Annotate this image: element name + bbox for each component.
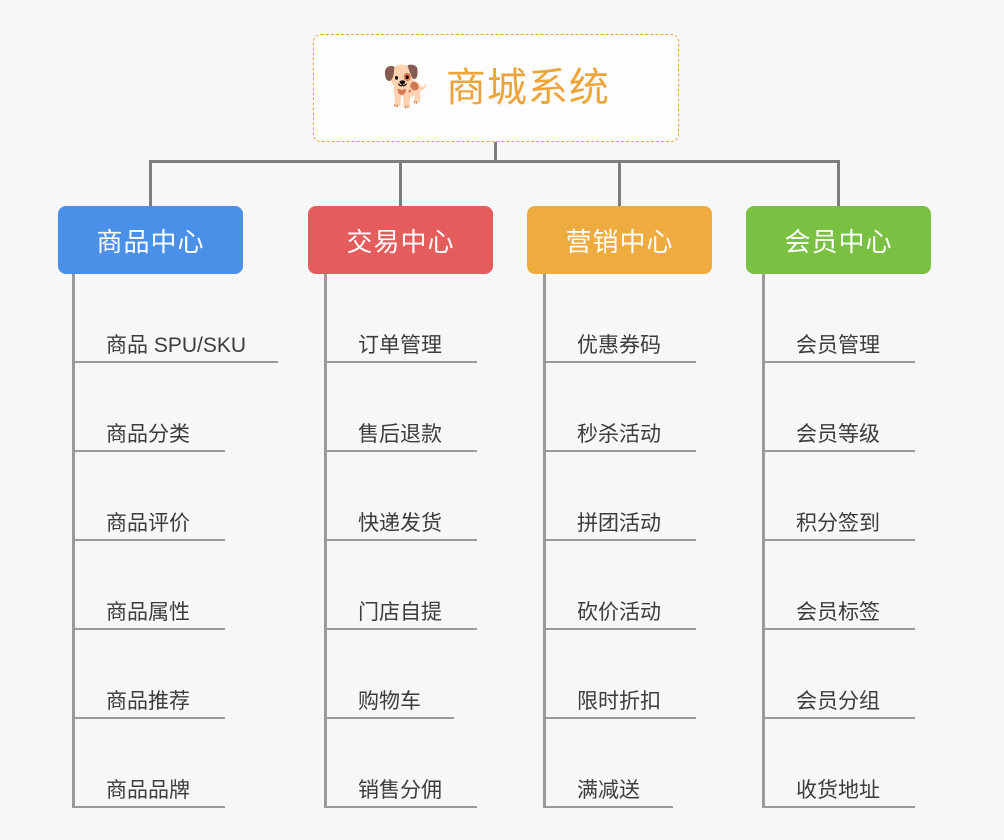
- leaf-item[interactable]: 售后退款: [324, 363, 477, 452]
- leaf-item-label: 限时折扣: [577, 690, 661, 713]
- leaf-item-underline: [72, 806, 225, 808]
- leaf-item-label: 会员分组: [796, 690, 880, 713]
- category-header-member-center[interactable]: 会员中心: [746, 206, 931, 274]
- leaf-item-label: 会员等级: [796, 423, 880, 446]
- leaf-item[interactable]: 优惠券码: [543, 274, 696, 363]
- leaf-item[interactable]: 快递发货: [324, 452, 477, 541]
- connector-root-stem: [494, 142, 497, 162]
- leaf-item-underline: [543, 450, 696, 452]
- leaf-item-underline: [324, 628, 477, 630]
- leaf-item-label: 会员标签: [796, 601, 880, 624]
- leaf-item-underline: [324, 539, 477, 541]
- leaf-item[interactable]: 商品分类: [72, 363, 246, 452]
- leaf-item-underline: [72, 539, 225, 541]
- leaf-item[interactable]: 会员等级: [762, 363, 915, 452]
- leaf-item-underline: [72, 450, 225, 452]
- leaf-item-underline: [762, 628, 915, 630]
- category-header-marketing-center[interactable]: 营销中心: [527, 206, 712, 274]
- leaf-item-underline: [762, 717, 915, 719]
- leaf-item-label: 砍价活动: [577, 601, 661, 624]
- leaf-item-underline: [543, 361, 696, 363]
- category-header-product-center[interactable]: 商品中心: [58, 206, 243, 274]
- leaf-item-underline: [543, 628, 696, 630]
- leaf-item[interactable]: 商品品牌: [72, 719, 246, 808]
- root-node-mall-system[interactable]: 🐕 商城系统: [313, 34, 679, 142]
- leaf-item[interactable]: 商品 SPU/SKU: [72, 274, 278, 363]
- leaf-item[interactable]: 拼团活动: [543, 452, 696, 541]
- leaf-column-member-center: 会员管理 会员等级 积分签到 会员标签 会员分组 收货地址: [762, 274, 915, 808]
- leaf-item-underline: [324, 450, 477, 452]
- leaf-item-label: 售后退款: [358, 423, 442, 446]
- leaf-item[interactable]: 会员分组: [762, 630, 915, 719]
- leaf-item[interactable]: 门店自提: [324, 541, 477, 630]
- category-header-label: 交易中心: [346, 226, 455, 257]
- leaf-item-underline: [543, 806, 673, 808]
- leaf-item-label: 商品推荐: [106, 690, 190, 713]
- leaf-trunk-line: [543, 274, 546, 808]
- leaf-item-label: 商品分类: [106, 423, 190, 446]
- leaf-item[interactable]: 积分签到: [762, 452, 915, 541]
- connector-drop-member-center: [837, 160, 840, 206]
- leaf-item-label: 订单管理: [358, 334, 442, 357]
- category-header-trade-center[interactable]: 交易中心: [308, 206, 493, 274]
- leaf-item[interactable]: 商品评价: [72, 452, 246, 541]
- connector-drop-marketing-center: [618, 160, 621, 206]
- leaf-item[interactable]: 购物车: [324, 630, 454, 719]
- leaf-item-underline: [72, 628, 225, 630]
- leaf-item[interactable]: 商品属性: [72, 541, 246, 630]
- leaf-item-label: 收货地址: [796, 779, 880, 802]
- leaf-item-underline: [324, 361, 477, 363]
- leaf-item-underline: [762, 539, 915, 541]
- category-header-label: 商品中心: [96, 226, 205, 257]
- leaf-item[interactable]: 会员管理: [762, 274, 915, 363]
- leaf-item[interactable]: 商品推荐: [72, 630, 246, 719]
- leaf-item-label: 销售分佣: [358, 779, 442, 802]
- leaf-item-label: 满减送: [577, 779, 640, 802]
- leaf-item[interactable]: 销售分佣: [324, 719, 477, 808]
- leaf-item[interactable]: 限时折扣: [543, 630, 696, 719]
- leaf-item-label: 商品 SPU/SKU: [106, 334, 247, 357]
- leaf-column-product-center: 商品 SPU/SKU 商品分类 商品评价 商品属性 商品推荐 商品品牌: [72, 274, 278, 808]
- leaf-item-label: 商品属性: [106, 601, 190, 624]
- leaf-item[interactable]: 秒杀活动: [543, 363, 696, 452]
- leaf-item-underline: [72, 717, 225, 719]
- leaf-item-underline: [324, 806, 477, 808]
- leaf-item[interactable]: 订单管理: [324, 274, 477, 363]
- leaf-column-trade-center: 订单管理 售后退款 快递发货 门店自提 购物车 销售分佣: [324, 274, 477, 808]
- leaf-item-label: 积分签到: [796, 512, 880, 535]
- leaf-item-label: 会员管理: [796, 334, 880, 357]
- leaf-item-label: 拼团活动: [577, 512, 661, 535]
- leaf-item-label: 商品评价: [106, 512, 190, 535]
- category-header-label: 营销中心: [565, 226, 674, 257]
- leaf-item[interactable]: 砍价活动: [543, 541, 696, 630]
- leaf-trunk-line: [324, 274, 327, 808]
- leaf-item-underline: [324, 717, 454, 719]
- leaf-item-label: 优惠券码: [577, 334, 661, 357]
- leaf-item-label: 商品品牌: [106, 779, 190, 802]
- leaf-item-label: 快递发货: [358, 512, 442, 535]
- leaf-item-underline: [543, 717, 696, 719]
- leaf-item-label: 门店自提: [358, 601, 442, 624]
- leaf-item-label: 秒杀活动: [577, 423, 661, 446]
- shiba-dog-emoji: 🐕: [382, 65, 432, 109]
- leaf-item-underline: [72, 361, 278, 363]
- leaf-item-underline: [543, 539, 696, 541]
- leaf-item[interactable]: 满减送: [543, 719, 673, 808]
- category-header-label: 会员中心: [784, 226, 893, 257]
- leaf-item-label: 购物车: [358, 690, 421, 713]
- connector-drop-trade-center: [399, 160, 402, 206]
- leaf-trunk-line: [762, 274, 765, 808]
- connector-drop-product-center: [149, 160, 152, 206]
- leaf-column-marketing-center: 优惠券码 秒杀活动 拼团活动 砍价活动 限时折扣 满减送: [543, 274, 696, 808]
- leaf-item-underline: [762, 361, 915, 363]
- leaf-item-underline: [762, 806, 915, 808]
- leaf-item-underline: [762, 450, 915, 452]
- leaf-trunk-line: [72, 274, 75, 808]
- leaf-item[interactable]: 会员标签: [762, 541, 915, 630]
- root-node-title: 商城系统: [445, 66, 610, 110]
- leaf-item[interactable]: 收货地址: [762, 719, 915, 808]
- connector-horizontal-bus: [149, 160, 840, 163]
